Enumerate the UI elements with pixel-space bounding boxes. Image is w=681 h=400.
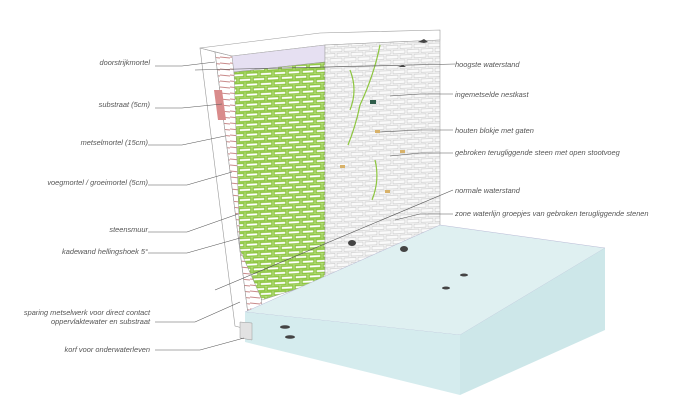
label-substraat: substraat (5cm) bbox=[98, 100, 150, 109]
label-sparing-line1: sparing metselwerk voor direct contact bbox=[23, 308, 150, 317]
label-kadewand: kadewand hellingshoek 5° bbox=[62, 247, 148, 256]
label-nestkast: ingemetselde nestkast bbox=[455, 90, 529, 99]
fish bbox=[280, 240, 468, 339]
label-gebroken-steen: gebroken terugliggende steen met open st… bbox=[455, 148, 620, 157]
green-mortar-face bbox=[233, 61, 326, 301]
label-steensmuur: steensmuur bbox=[109, 225, 148, 234]
label-metselmortel: metselmortel (15cm) bbox=[80, 138, 148, 147]
label-zone-waterlijn: zone waterlijn groepjes van gebroken ter… bbox=[455, 209, 649, 218]
label-voegmortel: voegmortel / groeimortel (5cm) bbox=[47, 178, 148, 187]
birds bbox=[398, 39, 428, 67]
label-doorstrijkmortel: doorstrijkmortel bbox=[99, 58, 150, 67]
label-sparing-line2: oppervlaktewater en substraat bbox=[50, 317, 150, 326]
nest-boxes bbox=[340, 100, 405, 193]
leader-lines bbox=[148, 61, 456, 351]
label-korf: korf voor onderwaterleven bbox=[64, 345, 150, 354]
label-hoogste-waterstand: hoogste waterstand bbox=[455, 60, 520, 69]
label-normale-waterstand: normale waterstand bbox=[455, 186, 520, 195]
water-basin bbox=[239, 224, 606, 395]
label-houten-blokje: houten blokje met gaten bbox=[455, 126, 534, 135]
